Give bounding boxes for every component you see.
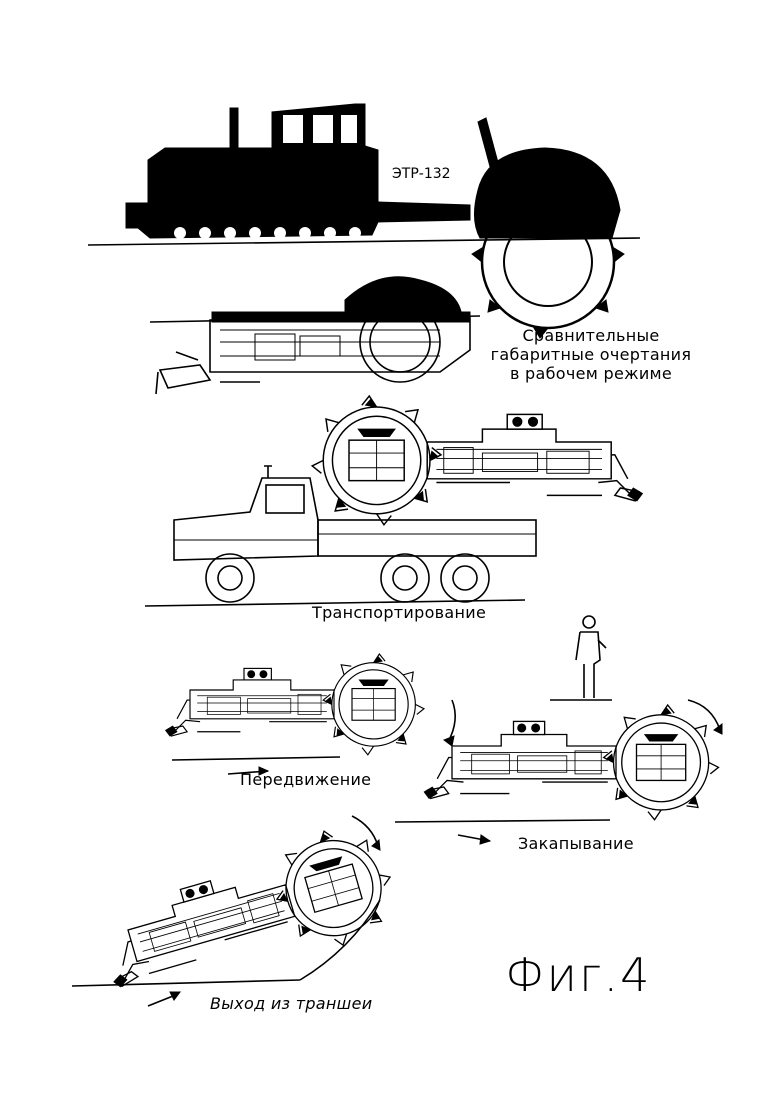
transport-truck [145,396,642,606]
model-label: ЭТР-132 [392,166,451,182]
comparison-caption-line3: в рабочем режиме [476,364,706,383]
comparison-caption: Сравнительные габаритные очертания в раб… [476,326,706,383]
comparison-outline [150,277,480,394]
digging-view [395,700,722,844]
movement-caption: Передвижение [240,770,371,789]
comparison-caption-line1: Сравнительные [476,326,706,345]
comparison-caption-line2: габаритные очертания [476,345,706,364]
exit-caption: Выход из траншеи [210,994,372,1013]
transport-caption: Транспортирование [312,603,486,622]
digging-caption: Закапывание [518,834,634,853]
person-scale-figure [550,616,612,700]
exit-trench-view [72,816,405,1009]
movement-view [166,654,456,775]
figure-number: Фиг.4 [505,948,651,1002]
